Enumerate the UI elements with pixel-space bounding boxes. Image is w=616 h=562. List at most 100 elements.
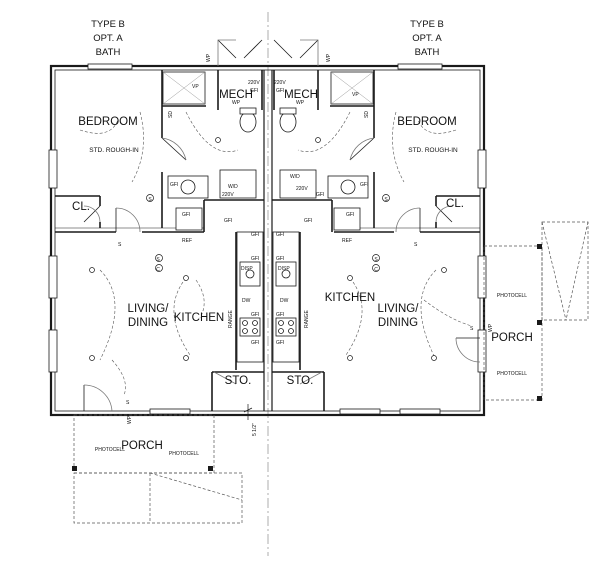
right-kitchen-counter [272,207,361,363]
windows [48,63,487,415]
right-bedroom-smoke-symbol: S [384,197,388,203]
right-photocell-2: PHOTOCELL [497,371,527,377]
right-range-label: RANGE [304,310,310,328]
right-range [275,317,297,337]
right-vanity [327,175,369,199]
right-washer-dryer [279,169,317,199]
front-porch-left-posts [72,466,213,471]
right-gfi-kitchen: GFI [346,212,354,218]
right-bedroom-label: BEDROOM [397,116,456,128]
left-wp-porch: WP [127,415,133,424]
left-toilet [239,111,257,133]
right-doors [273,39,481,385]
right-wp-door: WP [326,53,332,62]
left-gfi-counter-3: GFI [251,312,259,318]
right-gfi-counter-1: GFI [276,232,284,238]
right-sd-label: SD [364,111,370,118]
left-dw-label: DW [242,298,251,304]
left-porch-label: PORCH [121,440,163,452]
right-bath-fixtures [279,71,374,199]
left-bath-fixtures [162,71,257,199]
right-co-symbol: C [374,267,378,273]
front-porch-left [73,414,243,524]
left-kitchen-label: KITCHEN [174,312,224,324]
left-co-symbol: C [156,267,160,273]
left-bedroom-label: BEDROOM [78,116,137,128]
dimension-marker [243,404,253,420]
right-gfi-wall: GFI [304,218,312,224]
left-header-line2: OPT. A [93,33,123,44]
left-doors [83,39,263,412]
right-unit-header: TYPE B OPT. A BATH [410,19,444,58]
right-smoke-symbol: S [374,257,378,263]
left-header-line1: TYPE B [91,19,125,30]
left-photocell-1: PHOTOCELL [95,447,125,453]
right-closet-label: CL. [446,198,464,210]
right-storage-label: STO. [287,375,314,387]
right-header-line3: BATH [415,47,440,58]
right-gfi-laundry: GFI [316,192,324,198]
right-header-line2: OPT. A [412,33,442,44]
left-disp-label: DISP [241,266,253,272]
right-porch-label: PORCH [491,332,533,344]
right-wp-porch: WP [488,323,494,332]
right-ref-label: REF [342,238,352,244]
left-refrigerator [175,207,203,231]
left-range [239,317,261,337]
left-sd-label: SD [168,111,174,118]
left-range-label: RANGE [228,310,234,328]
right-gfi-counter-4: GFI [276,340,284,346]
left-ref-label: REF [182,238,192,244]
right-mech-label: MECH [284,89,318,101]
left-closet-label: CL. [72,201,90,213]
right-sink [275,261,297,287]
left-rough-in-label: STD. ROUGH-IN [89,147,139,154]
left-wp-mech: WP [232,100,241,106]
left-mech-label: MECH [219,89,253,101]
right-gfi-vanity: GFI [360,182,368,188]
right-switch-1: S [414,242,418,248]
left-gfi-vanity: GFI [170,182,178,188]
right-wd-label: W/D [290,174,300,180]
left-storage-label: STO. [225,375,252,387]
left-switch-2: S [126,400,130,406]
right-photocell-1: PHOTOCELL [497,293,527,299]
left-wp-door: WP [206,53,212,62]
exterior-walls [49,64,486,417]
left-gfi-kitchen: GFI [182,212,190,218]
left-living-label-line2: DINING [128,317,168,329]
left-sink [239,261,261,287]
right-gfi-counter-3: GFI [276,312,284,318]
left-vanity [167,175,209,199]
left-gfi-counter-2: GFI [251,256,259,262]
left-living-label-line1: LIVING/ [128,303,170,315]
left-electrical [89,137,221,361]
right-disp-label: DISP [278,266,290,272]
left-gfi-wall: GFI [224,218,232,224]
left-wd-label: W/D [228,184,238,190]
right-gfi-mech: GFI [276,88,284,94]
left-gfi-counter-4: GFI [251,340,259,346]
left-unit-walls [55,70,264,411]
right-refrigerator [333,207,361,231]
right-wp-mech: WP [296,100,305,106]
right-rough-in-label: STD. ROUGH-IN [408,147,458,154]
left-circuits [79,111,239,396]
right-dw-label: DW [280,298,289,304]
left-photocell-2: PHOTOCELL [169,451,199,457]
right-gfi-counter-2: GFI [276,256,284,262]
right-220v-mech: 220V [274,80,286,86]
right-vp-label: VP [352,92,359,98]
left-vp-label: VP [192,84,199,90]
left-kitchen-counter [175,207,264,363]
right-living-label-line1: LIVING/ [378,303,420,315]
right-unit-walls [272,70,480,411]
left-smoke-symbol: S [156,257,160,263]
right-electrical [315,137,447,361]
left-header-line3: BATH [96,47,121,58]
right-switch-2: S [470,326,474,332]
left-unit-header: TYPE B OPT. A BATH [91,19,125,58]
left-220v-mech: 220V [248,80,260,86]
left-gfi-counter-1: GFI [251,232,259,238]
